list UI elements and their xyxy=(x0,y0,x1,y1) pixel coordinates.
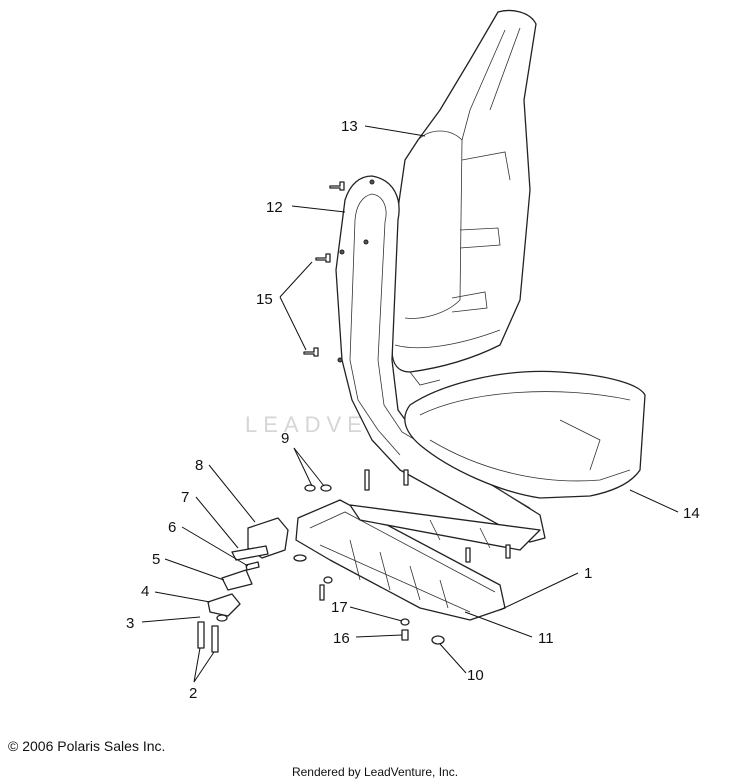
latch-plate xyxy=(221,569,253,591)
seat-frame xyxy=(335,175,546,543)
callout-10: 10 xyxy=(467,667,484,684)
callout-1: 1 xyxy=(584,565,592,582)
callout-14: 14 xyxy=(683,505,700,522)
hardware-bolts xyxy=(293,181,511,645)
callout-17: 17 xyxy=(331,599,348,616)
bolt xyxy=(197,621,205,649)
latch-spring xyxy=(231,545,269,561)
seat-back-cushion xyxy=(391,9,537,386)
callout-4: 4 xyxy=(141,583,149,600)
callout-6: 6 xyxy=(168,519,176,536)
callout-8: 8 xyxy=(195,457,203,474)
callout-3: 3 xyxy=(126,615,134,632)
callout-9: 9 xyxy=(281,430,289,447)
callout-labels: 1 2 3 4 5 6 7 8 9 10 11 12 13 14 15 16 1… xyxy=(126,118,700,702)
rendered-by-text: Rendered by LeadVenture, Inc. xyxy=(291,765,459,779)
callout-2: 2 xyxy=(189,685,197,702)
callout-7: 7 xyxy=(181,489,189,506)
callout-12: 12 xyxy=(266,199,283,216)
callout-5: 5 xyxy=(152,551,160,568)
leader-lines xyxy=(141,125,679,683)
seat-base-rail xyxy=(295,499,541,621)
bolt xyxy=(211,625,219,653)
latch-bracket xyxy=(207,593,241,617)
callout-13: 13 xyxy=(341,118,358,135)
seat-bottom-cushion xyxy=(404,370,646,499)
callout-16: 16 xyxy=(333,630,350,647)
washer xyxy=(216,614,228,622)
latch-pin xyxy=(245,561,260,571)
callout-11: 11 xyxy=(538,630,554,647)
callout-15: 15 xyxy=(256,291,273,308)
copyright-text: © 2006 Polaris Sales Inc. xyxy=(8,738,166,754)
